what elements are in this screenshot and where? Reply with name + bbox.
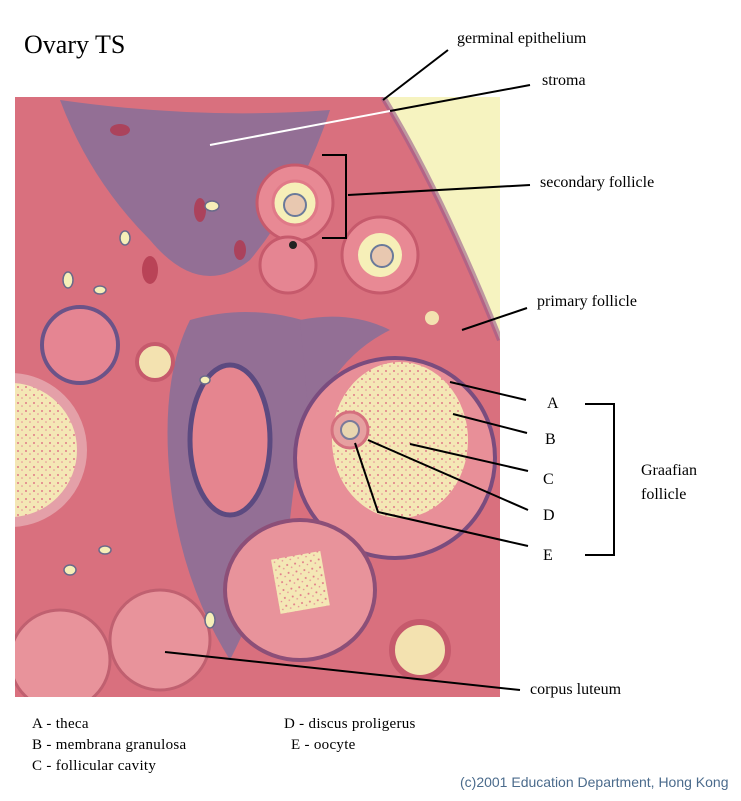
label-corpus-luteum: corpus luteum [530, 681, 622, 698]
legend-item-d: D - discus proligerus [284, 716, 416, 732]
legend-item-c: C - follicular cavity [32, 758, 157, 774]
legend-item-b: B - membrana granulosa [32, 737, 187, 753]
label-d: D [543, 507, 555, 524]
label-a: A [547, 395, 559, 412]
label-b: B [545, 431, 556, 448]
label-lines [164, 49, 615, 691]
follicle-cavity-left [15, 373, 87, 527]
label-primary-follicle: primary follicle [537, 293, 637, 310]
corpus-luteum [108, 588, 212, 692]
legend-item-e: E - oocyte [291, 737, 356, 753]
label-secondary-follicle: secondary follicle [540, 174, 655, 191]
label-stroma: stroma [542, 72, 586, 89]
oocyte [340, 420, 360, 440]
copyright-notice: (c)2001 Education Department, Hong Kong [460, 774, 729, 790]
label-graafian-line1: Graafian [641, 462, 697, 479]
label-germinal-epithelium: germinal epithelium [457, 30, 587, 47]
label-c: C [543, 471, 554, 488]
label-graafian-line2: follicle [641, 486, 687, 503]
label-e: E [543, 547, 553, 564]
page-title: Ovary TS [24, 30, 126, 59]
legend-item-a: A - theca [32, 716, 89, 732]
